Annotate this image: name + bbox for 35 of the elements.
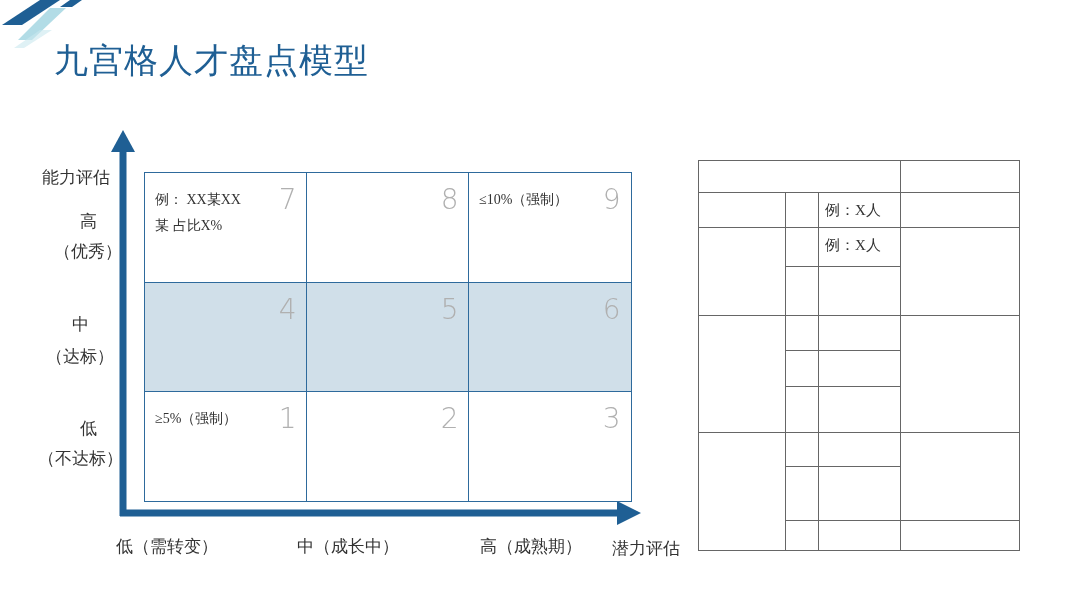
cell-text: 例：X人	[825, 236, 881, 255]
title: 九宫格人才盘点模型	[54, 41, 369, 81]
cell-number: 4	[278, 293, 297, 326]
axis-label: 能力评估	[42, 167, 110, 189]
axis-label: 中（成长中）	[297, 536, 399, 558]
grid-cell	[306, 282, 470, 393]
grid-cell	[468, 391, 632, 502]
cell-text: 例：X人	[825, 201, 881, 220]
cell-number: 9	[602, 183, 621, 216]
axis-label: 中	[71, 314, 89, 336]
cell-number: 3	[602, 402, 621, 435]
grid-cell	[306, 391, 470, 502]
axis-label: 低（需转变）	[116, 536, 218, 558]
axis-label: 高	[79, 211, 97, 233]
grid-cell	[468, 172, 632, 284]
cell-number: 1	[278, 402, 297, 435]
axis-label: 低	[79, 418, 97, 440]
axis-label: （达标）	[46, 346, 114, 368]
cell-number: 5	[440, 293, 459, 326]
grid-cell	[306, 172, 470, 284]
cell-number: 8	[440, 183, 459, 216]
grid-cell	[144, 172, 308, 284]
cell-number: 6	[602, 293, 621, 326]
grid-cell	[144, 391, 308, 502]
cell-note: 例： XX某XX某 占比X%	[155, 191, 242, 235]
grid-cell	[468, 282, 632, 393]
axis-label: 潜力评估	[612, 538, 680, 560]
cell-number: 2	[440, 402, 459, 435]
grid-cell	[144, 282, 308, 393]
cell-note: ≤10%（强制）	[479, 191, 570, 209]
axis-label: （优秀）	[54, 241, 122, 263]
cell-note: ≥5%（强制）	[155, 410, 239, 428]
cell-number: 7	[278, 183, 297, 216]
axis-label: （不达标）	[37, 448, 123, 470]
axis-label: 高（成熟期）	[480, 536, 582, 558]
